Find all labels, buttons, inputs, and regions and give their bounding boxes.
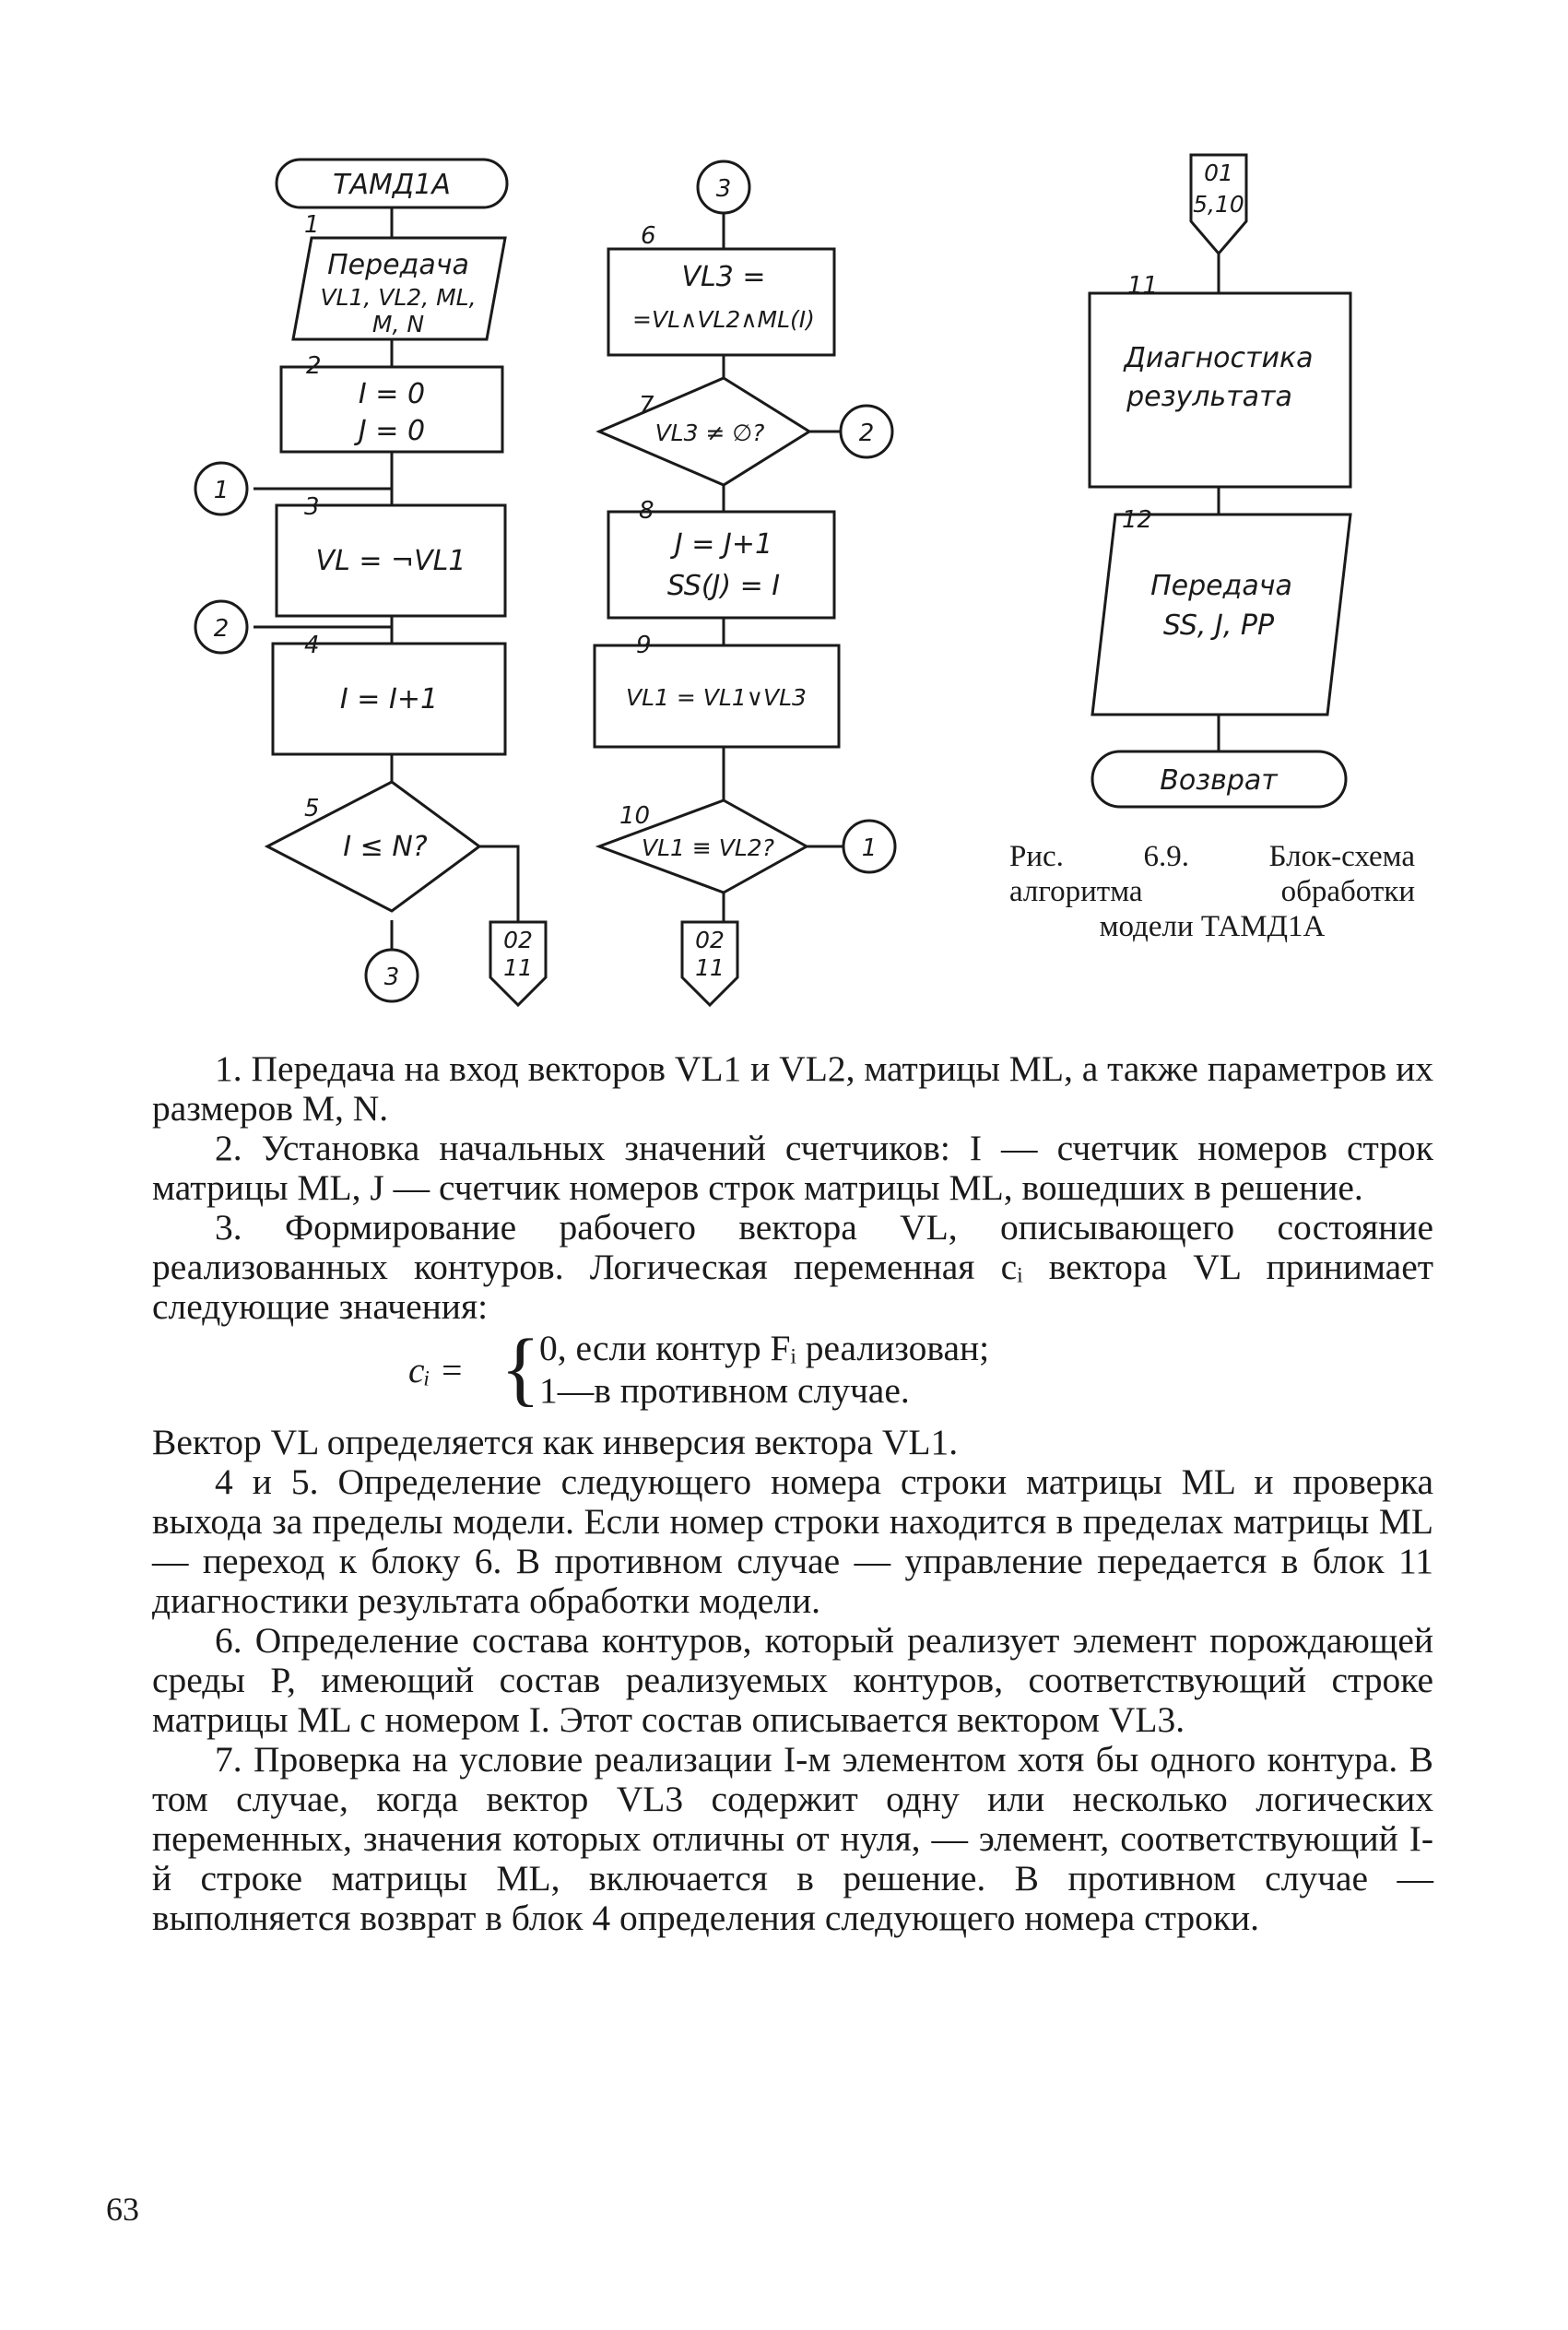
svg-text:результата: результата — [1126, 381, 1292, 413]
block-9-process: VL1 = VL1∨VL3 9 — [593, 632, 841, 749]
svg-text:2: 2 — [859, 420, 875, 447]
svg-text:1: 1 — [862, 834, 878, 862]
svg-text:01: 01 — [1204, 160, 1233, 186]
svg-text:3: 3 — [716, 175, 732, 203]
svg-text:ТАМД1А: ТАМД1А — [333, 169, 451, 201]
svg-text:I = I+1: I = I+1 — [340, 683, 438, 716]
paragraph-1: 1. Передача на вход векторов VL1 и VL2, … — [152, 1048, 1433, 1129]
svg-text:7: 7 — [639, 392, 654, 420]
svg-text:5,10: 5,10 — [1193, 191, 1244, 218]
svg-text:1: 1 — [304, 211, 320, 239]
block-6-process: VL3 = =VL∧VL2∧ML(I) 6 — [607, 222, 836, 357]
svg-text:4: 4 — [304, 632, 320, 659]
svg-text:M, N: M, N — [372, 311, 424, 337]
svg-text:VL1 ≡ VL2?: VL1 ≡ VL2? — [642, 834, 774, 861]
offpage-connector-02-11-col2: 02 11 — [680, 920, 739, 1008]
formula-case-2: 1—в противном случае. — [539, 1370, 910, 1411]
svg-text:J = J+1: J = J+1 — [670, 528, 772, 561]
connector-3-top: 3 — [696, 160, 751, 215]
page-number: 63 — [106, 2191, 139, 2228]
paragraph-4-5: 4 и 5. Определение следующего номера стр… — [152, 1461, 1433, 1621]
svg-text:VL = ¬VL1: VL = ¬VL1 — [316, 545, 466, 577]
offpage-connector-02-11-col1: 02 11 — [489, 920, 548, 1008]
svg-text:6: 6 — [641, 222, 656, 250]
paragraph-7: 7. Проверка на условие реализации I-м эл… — [152, 1739, 1433, 1938]
svg-text:I = 0: I = 0 — [359, 378, 425, 410]
svg-text:VL3 =: VL3 = — [682, 261, 766, 293]
paragraph-2: 2. Установка начальных значений счетчико… — [152, 1128, 1433, 1208]
svg-text:2: 2 — [214, 615, 230, 643]
svg-text:11: 11 — [1127, 272, 1158, 300]
svg-text:SS, J, PP: SS, J, PP — [1163, 609, 1275, 642]
column1-lines — [253, 207, 520, 950]
connector-2-right: 2 — [839, 404, 894, 459]
block-3-process: VL = ¬VL1 3 — [275, 493, 507, 618]
block-10-decision: VL1 ≡ VL2? 10 — [595, 798, 810, 894]
svg-text:11: 11 — [695, 954, 725, 981]
formula-brace: { — [501, 1323, 541, 1414]
svg-text:J = 0: J = 0 — [354, 415, 425, 447]
formula-case-1: 0, если контур Fᵢ реализован; — [539, 1328, 990, 1368]
svg-text:9: 9 — [636, 632, 652, 659]
svg-text:Передача: Передача — [327, 249, 469, 281]
connector-3-bottom: 3 — [364, 948, 419, 1003]
svg-text:8: 8 — [639, 497, 654, 525]
svg-text:11: 11 — [503, 954, 533, 981]
block-7-decision: VL3 ≠ ∅? 7 — [595, 376, 812, 487]
svg-text:Возврат: Возврат — [1160, 764, 1279, 797]
paragraph-3: 3. Формирование рабочего вектора VL, опи… — [152, 1207, 1433, 1327]
terminator-start: ТАМД1А — [275, 158, 509, 209]
block-1-input: Передача VL1, VL2, ML, M, N 1 — [291, 211, 507, 341]
svg-text:VL3 ≠ ∅?: VL3 ≠ ∅? — [655, 420, 765, 446]
formula-ci: cᵢ = { 0, если контур Fᵢ реализован; 1—в… — [152, 1323, 1433, 1417]
terminator-end: Возврат — [1091, 750, 1348, 809]
paragraph-6: 6. Определение состава контуров, который… — [152, 1620, 1433, 1740]
svg-text:12: 12 — [1122, 506, 1152, 534]
svg-text:VL1, VL2, ML,: VL1, VL2, ML, — [320, 284, 476, 311]
svg-text:=VL∧VL2∧ML(I): =VL∧VL2∧ML(I) — [632, 306, 815, 333]
svg-text:SS(J) = I: SS(J) = I — [667, 570, 780, 602]
svg-text:5: 5 — [304, 795, 320, 822]
column2-lines — [722, 207, 843, 922]
svg-text:10: 10 — [619, 802, 650, 830]
svg-text:02: 02 — [695, 927, 725, 953]
connector-1-left: 1 — [194, 461, 249, 516]
svg-text:1: 1 — [214, 477, 230, 504]
formula-lhs: cᵢ = — [408, 1350, 465, 1390]
svg-text:Диагностика: Диагностика — [1122, 342, 1313, 374]
svg-text:02: 02 — [503, 927, 533, 953]
figure-caption: Рис. 6.9. Блок-схема алгоритма обработки… — [1009, 839, 1415, 944]
paragraph-3b: Вектор VL определяется как инверсия вект… — [152, 1422, 959, 1462]
caption-line-2: алгоритма обработки — [1009, 875, 1415, 908]
svg-text:2: 2 — [306, 352, 322, 380]
svg-text:VL1 = VL1∨VL3: VL1 = VL1∨VL3 — [626, 684, 807, 711]
svg-text:3: 3 — [384, 964, 400, 991]
block-8-process: J = J+1 SS(J) = I 8 — [607, 497, 836, 620]
block-12-output: Передача SS, J, PP 12 — [1091, 506, 1352, 716]
block-5-decision: I ≤ N? 5 — [264, 780, 482, 913]
block-4-process: I = I+1 4 — [271, 632, 507, 756]
connector-2-left: 2 — [194, 599, 249, 655]
svg-text:Передача: Передача — [1150, 570, 1292, 602]
caption-line-3: модели ТАМД1А — [1099, 910, 1326, 943]
connector-1-right: 1 — [842, 819, 897, 874]
body-text: 1. Передача на вход векторов VL1 и VL2, … — [152, 1049, 1433, 1938]
block-2-process: I = 0 J = 0 2 — [279, 352, 504, 454]
flowchart: ТАМД1А Передача VL1, VL2, ML, M, N 1 I =… — [194, 153, 1352, 1008]
block-11-process: Диагностика результата 11 — [1088, 272, 1352, 489]
svg-text:I ≤ N?: I ≤ N? — [343, 831, 427, 863]
svg-text:3: 3 — [304, 493, 320, 521]
caption-line-1: Рис. 6.9. Блок-схема — [1009, 840, 1415, 873]
offpage-connector-01-5-10: 01 5,10 — [1189, 153, 1248, 256]
